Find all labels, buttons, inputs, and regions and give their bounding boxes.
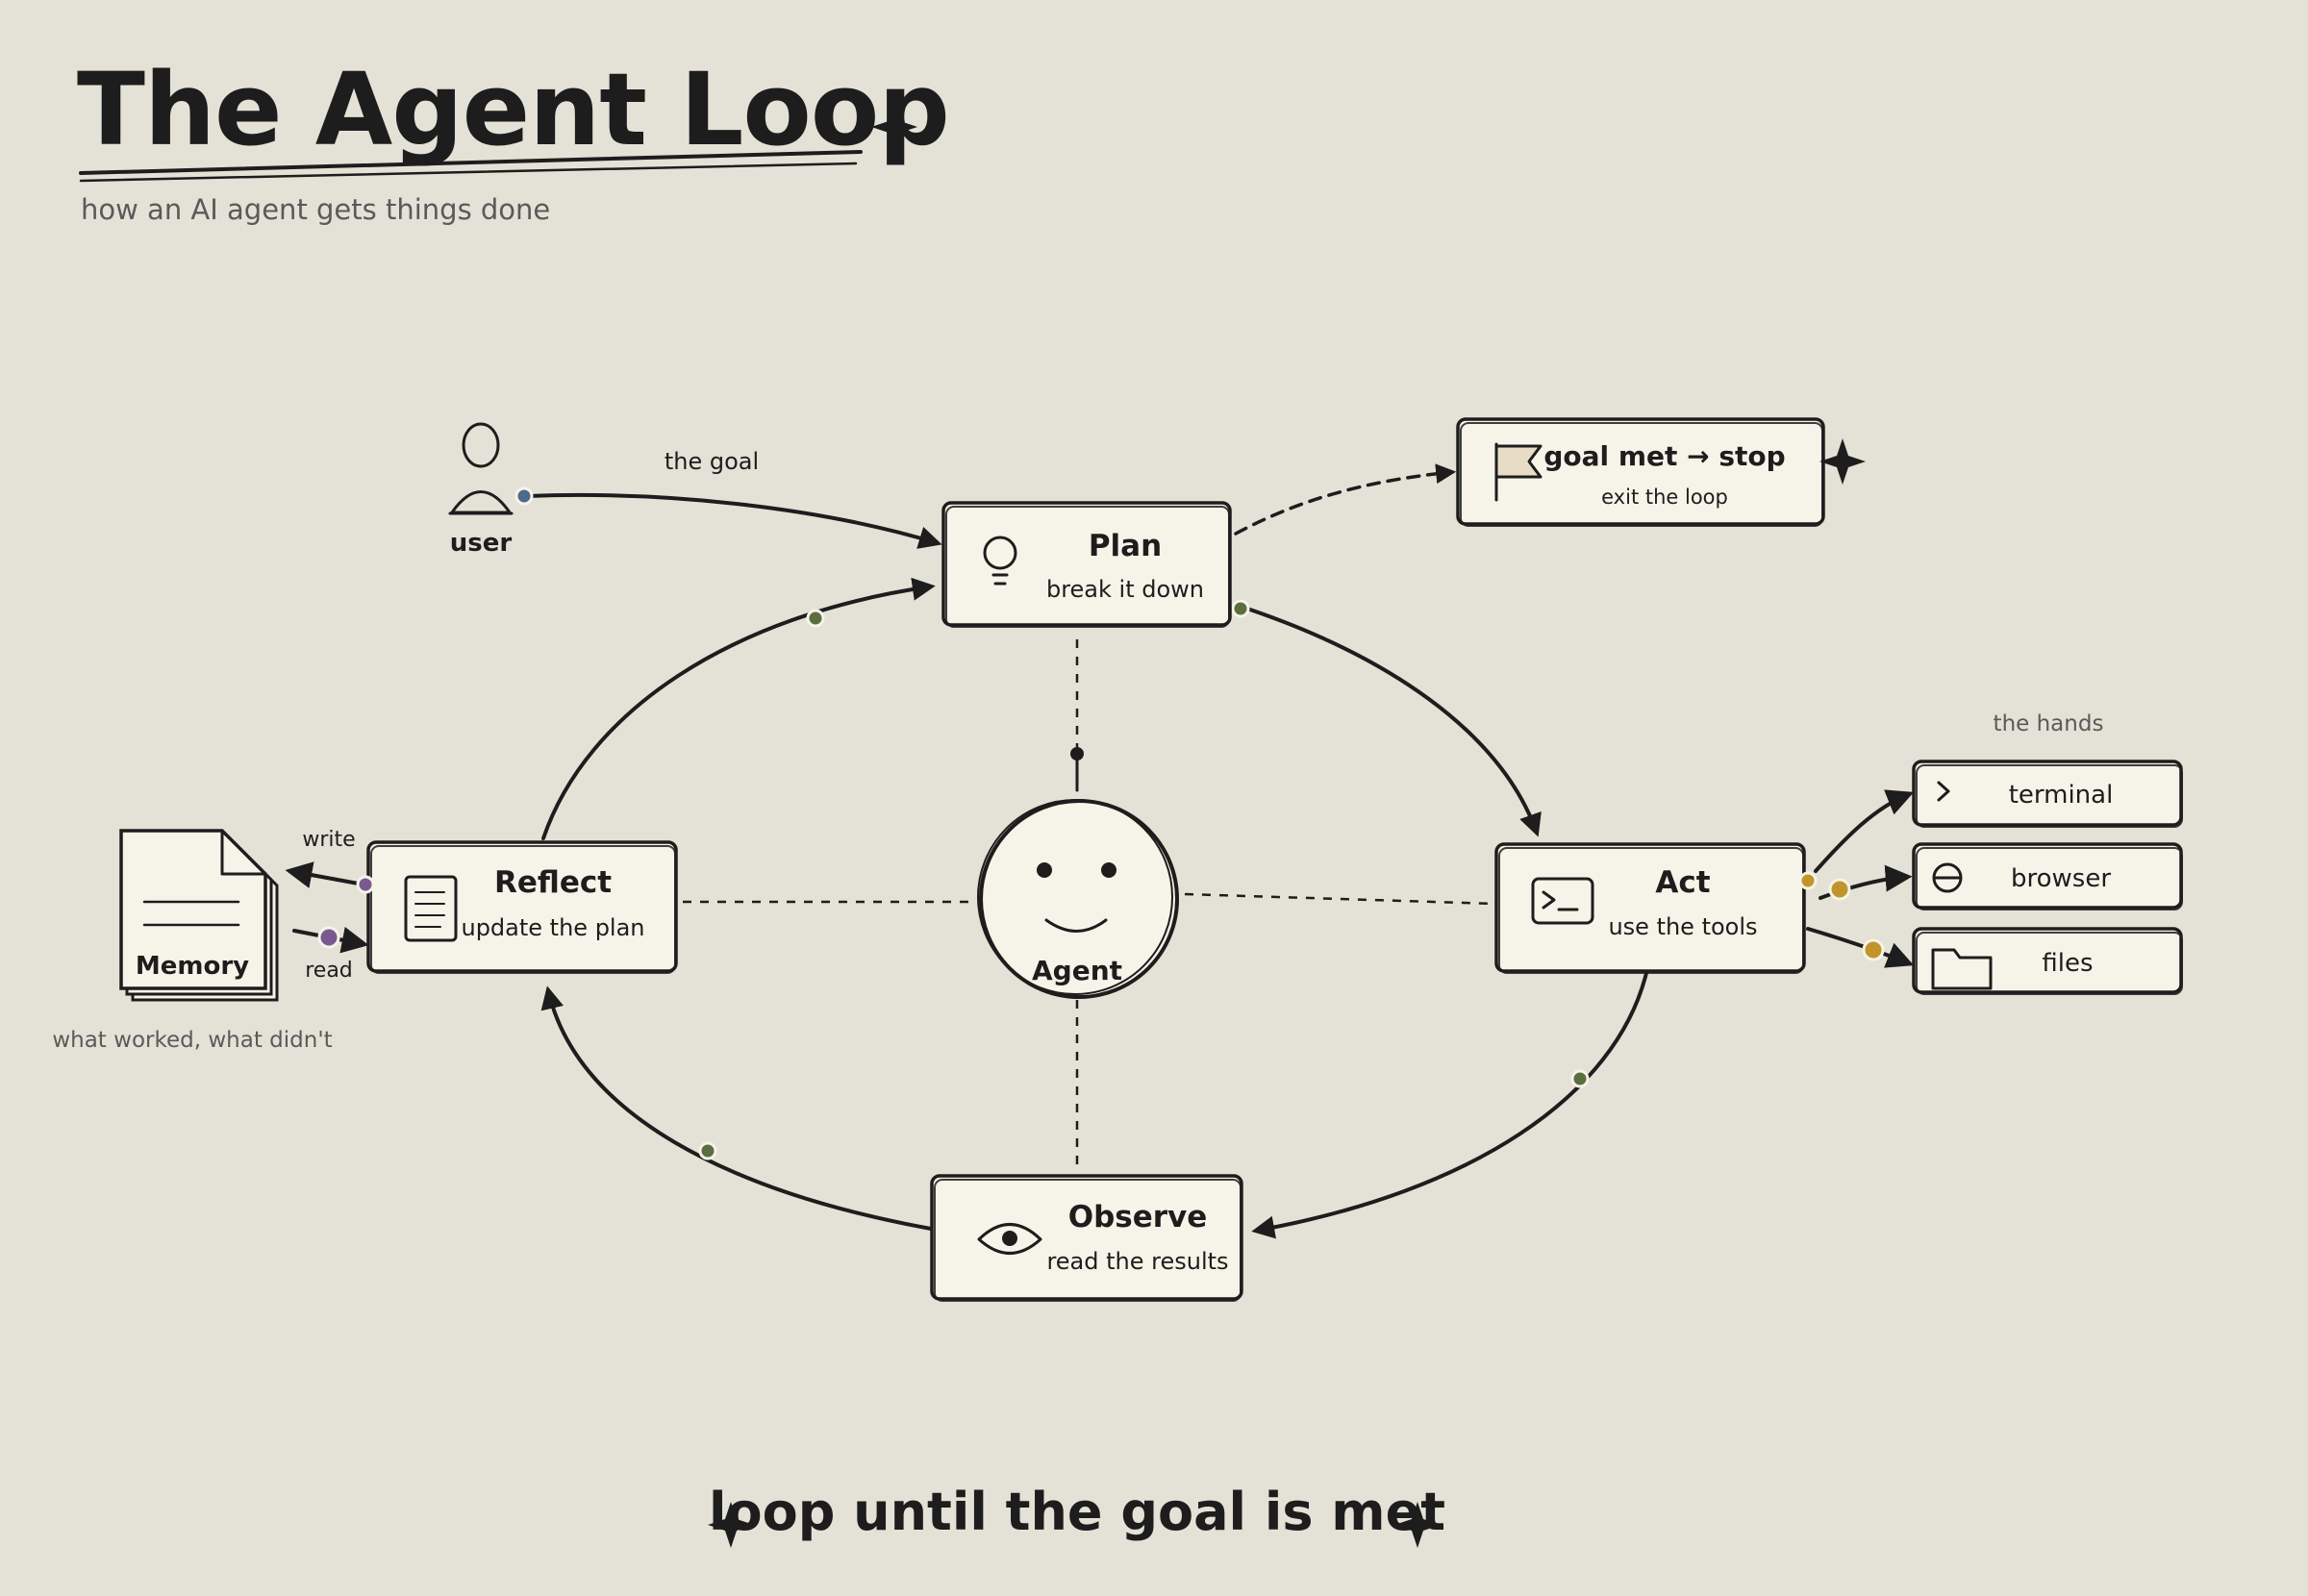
agent-figure xyxy=(977,747,1179,999)
user-figure xyxy=(448,422,514,515)
memory-label: Memory xyxy=(136,952,249,981)
node-plan[interactable]: Plan break it down xyxy=(941,501,1232,628)
notepad-icon xyxy=(404,875,458,942)
node-plan-title: Plan xyxy=(1089,529,1162,563)
tool-browser-label: browser xyxy=(2011,864,2111,893)
footer-caption: loop until the goal is met xyxy=(709,1482,1445,1542)
memory-write-dot xyxy=(356,875,375,894)
node-plan-subtitle: break it down xyxy=(1046,576,1204,603)
edge-reflect-write-memory xyxy=(285,861,365,888)
page-title: The Agent Loop xyxy=(77,51,949,168)
node-reflect[interactable]: Reflect update the plan xyxy=(366,840,678,974)
loop-dot-reflect xyxy=(806,609,825,628)
chevron-prompt-icon xyxy=(1937,781,1950,802)
node-act-subtitle: use the tools xyxy=(1608,913,1757,940)
node-exit-title: goal met → stop xyxy=(1543,440,1785,472)
terminal-window-icon xyxy=(1531,877,1594,925)
user-edge-label: the goal xyxy=(665,448,759,475)
edge-plan-to-act xyxy=(1237,604,1542,837)
folder-icon xyxy=(1931,948,1993,990)
node-observe-title: Observe xyxy=(1068,1200,1208,1234)
tool-files-label: files xyxy=(2042,949,2093,978)
agent-eye-left xyxy=(1037,862,1052,878)
node-observe-subtitle: read the results xyxy=(1046,1248,1228,1275)
tool-dot-files xyxy=(1862,938,1885,961)
node-reflect-subtitle: update the plan xyxy=(461,914,644,941)
edge-reflect-to-plan xyxy=(541,577,936,840)
tool-terminal-label: terminal xyxy=(2009,781,2114,810)
lightbulb-icon xyxy=(983,536,1017,586)
edge-act-to-browser xyxy=(1819,864,1913,900)
memory-read-label: read xyxy=(305,959,353,983)
node-observe[interactable]: Observe read the results xyxy=(930,1174,1243,1302)
edge-user-to-plan xyxy=(525,492,942,549)
memory-document[interactable] xyxy=(119,829,279,1002)
sparkle-icon xyxy=(708,1502,754,1548)
sparkle-icon xyxy=(1394,1502,1441,1548)
loop-dot-observe xyxy=(698,1141,717,1160)
title-underline-2 xyxy=(79,162,858,183)
tool-dot-terminal xyxy=(1798,871,1818,890)
agent-label: Agent xyxy=(1032,955,1122,986)
node-exit[interactable]: goal met → stop exit the loop xyxy=(1456,417,1825,527)
edge-act-to-observe xyxy=(1251,971,1648,1239)
edge-observe-to-reflect xyxy=(540,985,933,1231)
node-reflect-title: Reflect xyxy=(494,865,612,900)
eye-icon xyxy=(977,1223,1042,1255)
edge-plan-to-exit xyxy=(1234,463,1457,536)
memory-write-label: write xyxy=(302,828,355,852)
edge-act-to-files xyxy=(1806,927,1915,968)
tools-heading: the hands xyxy=(1994,711,2104,736)
sparkle-icon xyxy=(871,104,917,150)
user-dot xyxy=(514,486,534,506)
title-underline xyxy=(79,150,863,175)
node-act[interactable]: Act use the tools xyxy=(1494,842,1806,974)
node-exit-subtitle: exit the loop xyxy=(1601,486,1728,509)
globe-icon xyxy=(1932,862,1963,893)
spoke-act xyxy=(1184,892,1496,906)
sparkle-icon xyxy=(1819,438,1866,485)
tool-dot-browser xyxy=(1828,878,1851,901)
edge-act-to-terminal xyxy=(1814,789,1915,873)
loop-dot-act xyxy=(1570,1069,1590,1088)
memory-read-dot xyxy=(317,926,340,949)
node-act-title: Act xyxy=(1655,865,1710,900)
memory-caption: what worked, what didn't xyxy=(52,1028,332,1053)
loop-dot-plan xyxy=(1231,599,1250,618)
agent-smile xyxy=(1044,918,1108,933)
user-label: user xyxy=(450,529,513,558)
tool-terminal[interactable]: terminal xyxy=(1912,760,2183,828)
agent-eye-right xyxy=(1101,862,1116,878)
flag-icon xyxy=(1494,442,1543,502)
tool-files[interactable]: files xyxy=(1912,927,2183,995)
page-subtitle: how an AI agent gets things done xyxy=(81,193,550,226)
tool-browser[interactable]: browser xyxy=(1912,842,2183,910)
